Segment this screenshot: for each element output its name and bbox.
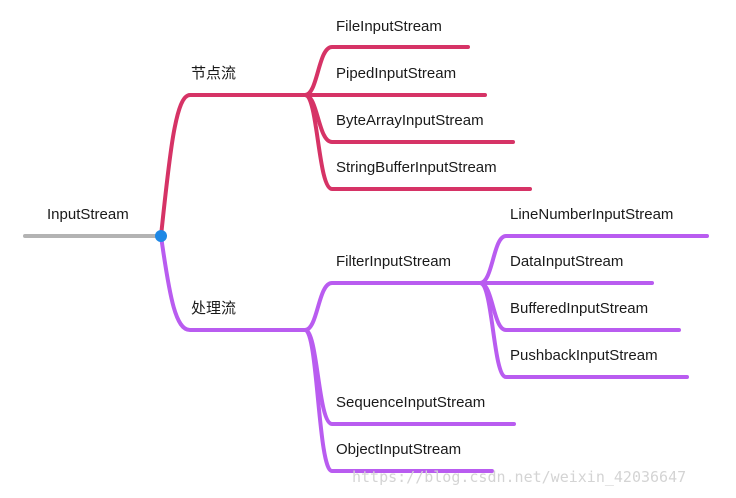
leaf-buffered-input-stream: BufferedInputStream xyxy=(510,300,649,317)
branch-node-stream-label: 节点流 xyxy=(191,65,237,82)
leaf-file-input-stream: FileInputStream xyxy=(336,18,442,35)
root-node-label: InputStream xyxy=(47,206,129,223)
watermark-text: https://blog.csdn.net/weixin_42036647 xyxy=(352,468,687,486)
edge-root-to-processing-stream xyxy=(159,234,307,332)
edge-string-buffer-input-stream xyxy=(303,93,532,191)
leaf-byte-array-input-stream: ByteArrayInputStream xyxy=(336,112,484,129)
node-filter-input-stream: FilterInputStream xyxy=(336,253,452,270)
root-dot xyxy=(155,230,167,242)
leaf-pushback-input-stream: PushbackInputStream xyxy=(510,347,658,364)
leaf-object-input-stream: ObjectInputStream xyxy=(336,441,462,458)
leaf-sequence-input-stream: SequenceInputStream xyxy=(336,394,486,411)
leaf-piped-input-stream: PipedInputStream xyxy=(336,65,457,82)
leaf-line-number-input-stream: LineNumberInputStream xyxy=(510,206,674,223)
leaf-data-input-stream: DataInputStream xyxy=(510,253,624,270)
edge-root-to-node-stream xyxy=(159,93,307,238)
branch-processing-stream-label: 处理流 xyxy=(191,300,237,317)
edge-object-input-stream xyxy=(303,328,494,473)
leaf-string-buffer-input-stream: StringBufferInputStream xyxy=(336,159,497,176)
edge-filter-input-stream xyxy=(303,281,482,332)
edge-pushback-input-stream xyxy=(478,281,689,379)
